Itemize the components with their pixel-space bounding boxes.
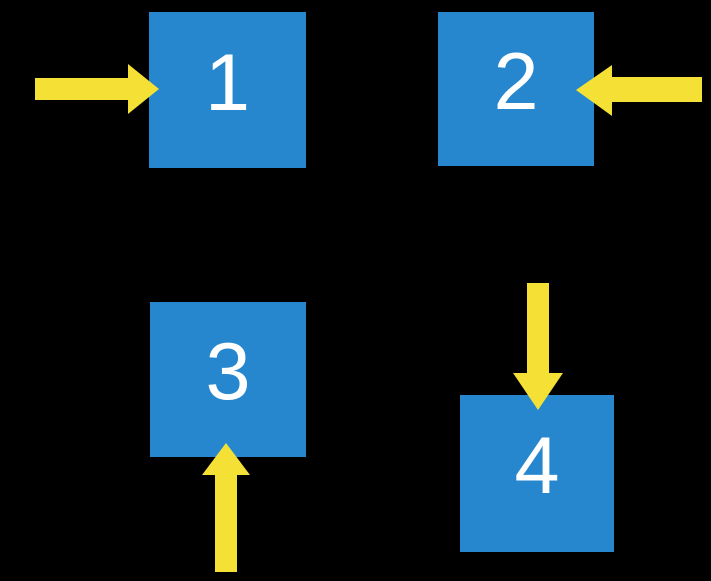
square-4-label: 4	[514, 421, 560, 511]
square-4: 4	[460, 395, 614, 552]
arrow-down-icon	[513, 283, 563, 410]
square-3-label: 3	[205, 327, 251, 417]
arrow-right-icon	[35, 64, 159, 114]
square-3: 3	[150, 302, 306, 457]
square-1: 1	[149, 12, 306, 168]
square-1-label: 1	[204, 37, 251, 128]
arrow-up-icon	[202, 443, 250, 572]
square-2-label: 2	[493, 36, 539, 127]
arrow-left-icon	[576, 65, 702, 116]
square-2: 2	[438, 12, 594, 166]
